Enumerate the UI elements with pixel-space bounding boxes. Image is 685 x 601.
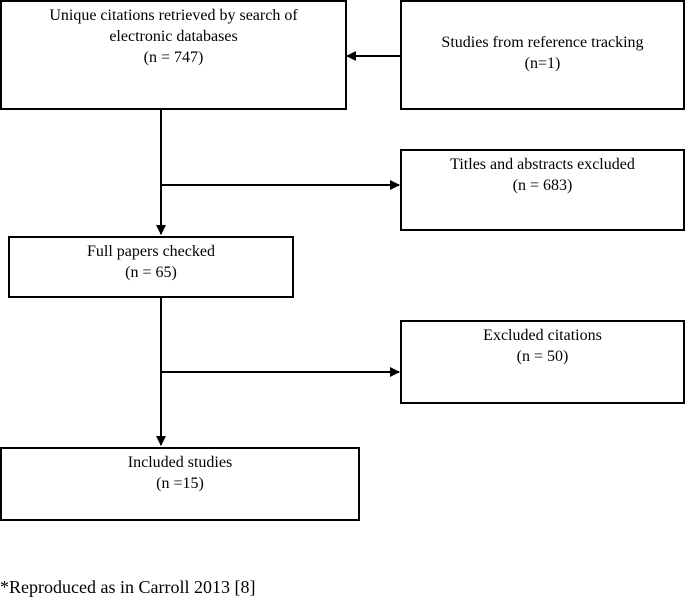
titles-excluded-label: Titles and abstracts excluded [450,156,635,173]
excluded-citations-count: (n = 50) [516,348,569,365]
search-results-line-1: Unique citations retrieved by search of [49,7,298,24]
included-studies-label: Included studies [127,454,233,471]
reference-tracking-label: Studies from reference tracking [441,34,644,51]
search-results-line-2: electronic databases [109,28,238,45]
included-studies-box: Included studies (n =15) [0,447,360,521]
titles-excluded-box: Titles and abstracts excluded (n = 683) [400,149,685,231]
excluded-citations-box: Excluded citations (n = 50) [400,320,685,404]
full-papers-label: Full papers checked [87,243,215,260]
titles-excluded-count: (n = 683) [512,177,573,194]
full-papers-box: Full papers checked (n = 65) [8,236,294,298]
excluded-citations-label: Excluded citations [483,327,602,344]
full-papers-count: (n = 65) [125,264,177,281]
search-results-box: Unique citations retrieved by search of … [0,0,347,110]
included-studies-count: (n =15) [156,475,204,492]
reference-tracking-box: Studies from reference tracking (n=1) [400,0,685,110]
footnote: *Reproduced as in Carroll 2013 [8] [0,577,256,597]
reference-tracking-count: (n=1) [524,55,561,72]
search-results-count: (n = 747) [143,49,204,66]
